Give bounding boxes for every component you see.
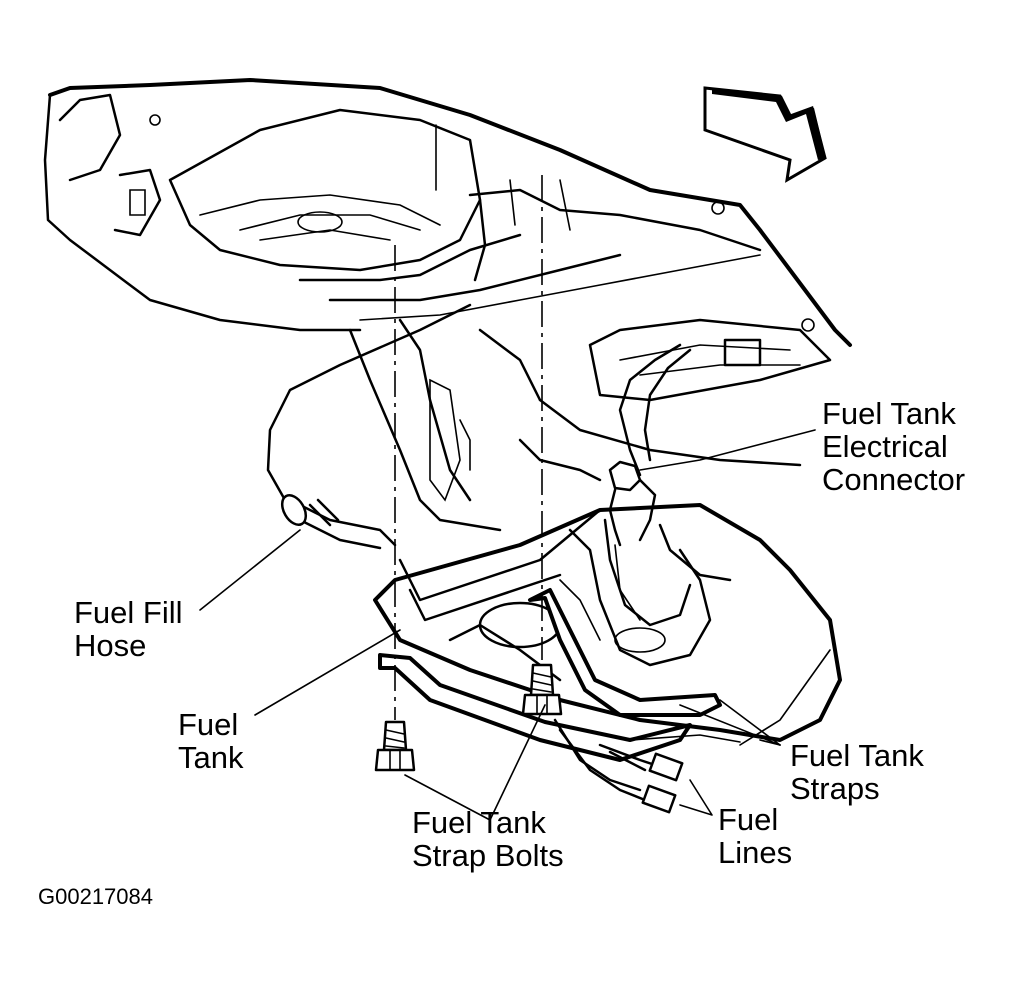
figure-id: G00217084	[38, 884, 153, 909]
vehicle-underbody	[43, 78, 852, 532]
fuel-lines	[553, 718, 741, 814]
strap-bolt-right	[521, 663, 563, 716]
label-fuel-tank-strap-bolts: Fuel Tank Strap Bolts	[412, 805, 564, 873]
front-arrow-icon	[703, 86, 827, 183]
label-fuel-tank-electrical-connector: Fuel Tank Electrical Connector	[822, 396, 966, 497]
label-fuel-fill-hose: Fuel Fill Hose	[74, 595, 183, 663]
fuel-fill-hose	[266, 303, 472, 550]
leader-lines	[199, 429, 831, 821]
label-fuel-tank: Fuel Tank	[178, 707, 244, 775]
label-fuel-tank-straps: Fuel Tank Straps	[790, 738, 924, 806]
electrical-connector	[608, 343, 692, 547]
strap-bolt-left	[374, 720, 416, 772]
label-fuel-lines: Fuel Lines	[718, 802, 793, 870]
